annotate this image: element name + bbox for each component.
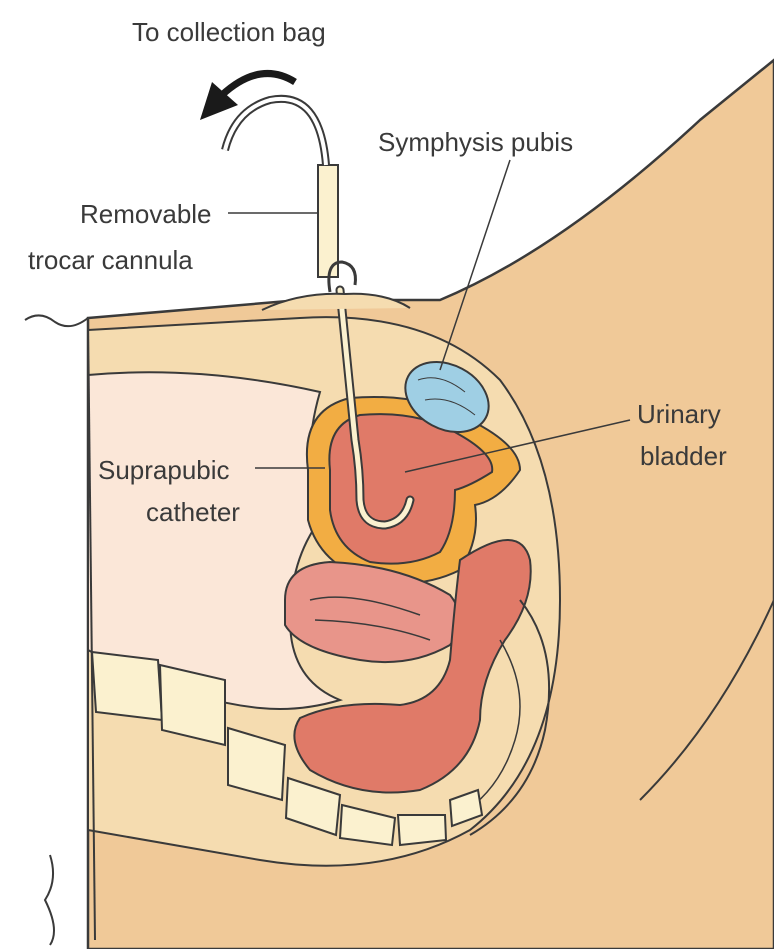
label-symphysis-pubis: Symphysis pubis xyxy=(378,124,573,160)
drain-tube-outer xyxy=(225,99,326,165)
cut-edge-top xyxy=(25,315,88,326)
label-catheter-line1: Suprapubic xyxy=(98,452,230,488)
flow-arrow-icon xyxy=(222,74,295,95)
label-bladder-line2: bladder xyxy=(640,438,727,474)
label-bladder-line1: Urinary xyxy=(637,396,721,432)
trocar-cannula xyxy=(318,165,338,277)
vertebra-6 xyxy=(398,815,446,845)
label-trocar-line1: Removable xyxy=(80,196,212,232)
label-catheter-line2: catheter xyxy=(146,494,240,530)
insertion-mound xyxy=(262,294,410,310)
cut-edge-bottom xyxy=(45,855,54,945)
label-collection-bag: To collection bag xyxy=(132,14,326,50)
vertebra-1 xyxy=(92,652,162,720)
label-trocar-line2: trocar cannula xyxy=(28,242,193,278)
